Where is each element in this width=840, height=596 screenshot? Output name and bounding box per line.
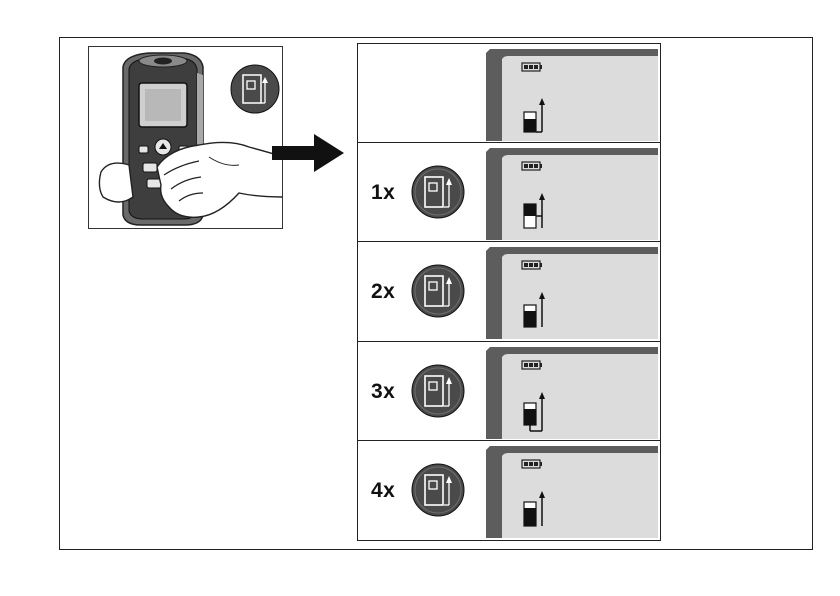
step-row: 2x <box>358 241 660 340</box>
laser-distance-meter-icon <box>89 47 283 229</box>
reference-level-button-icon[interactable] <box>411 463 465 517</box>
step-row <box>358 44 660 142</box>
display-screen <box>486 49 658 141</box>
display-screen <box>486 347 658 439</box>
display-screen <box>486 247 658 339</box>
reference-level-steps: 1x 2x <box>357 43 661 541</box>
display-screen <box>486 446 658 538</box>
press-count-label: 1x <box>371 181 395 205</box>
display-screen <box>486 148 658 240</box>
reference-level-button-icon[interactable] <box>411 364 465 418</box>
step-row: 1x <box>358 142 660 241</box>
step-row: 4x <box>358 440 660 539</box>
device-illustration-panel <box>88 46 283 229</box>
press-count-label: 3x <box>371 380 395 404</box>
press-count-label: 2x <box>371 280 395 304</box>
reference-level-button-icon[interactable] <box>411 165 465 219</box>
reference-level-button-icon[interactable] <box>411 264 465 318</box>
press-count-label: 4x <box>371 479 395 503</box>
right-arrow-icon <box>272 130 346 176</box>
step-row: 3x <box>358 341 660 440</box>
